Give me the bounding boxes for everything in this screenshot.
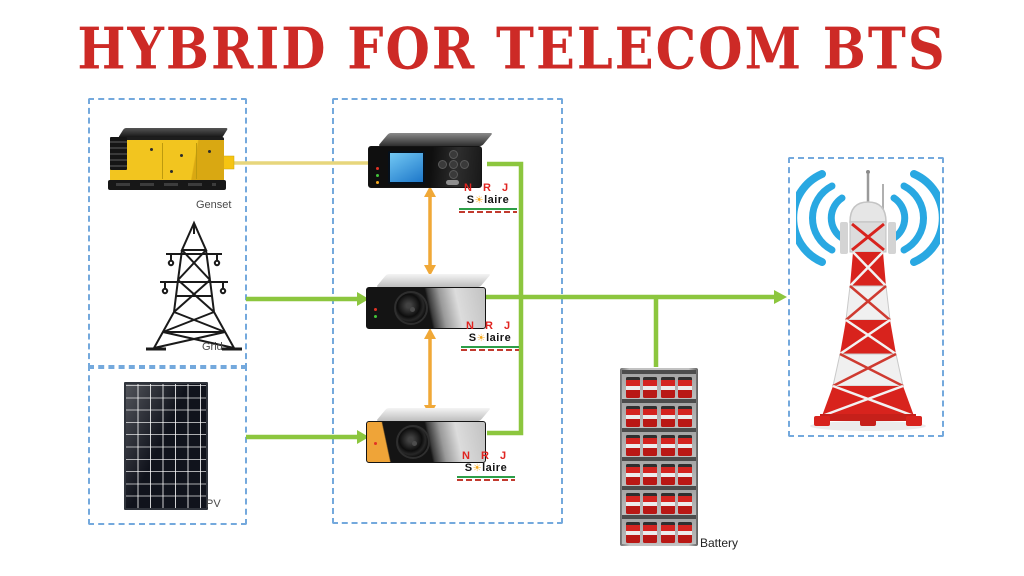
nrj-solaire-logo: N R J S☀laire: [458, 321, 522, 351]
controller-lcd-screen: [388, 151, 425, 184]
converters-group-box: [332, 98, 563, 524]
charger-fan: [396, 425, 430, 459]
tower-group-box: [788, 157, 944, 437]
pv-panel-image: [124, 382, 208, 510]
genset-skid-base: [108, 180, 226, 190]
genset-vent-grille: [110, 137, 127, 170]
pv-label: PV: [206, 498, 221, 510]
battery-label: Battery: [700, 536, 739, 550]
genset-label: Genset: [196, 199, 232, 211]
sun-icon: ☀: [476, 333, 487, 344]
inverter-unit: [366, 274, 492, 332]
battery-rack-image: [620, 368, 698, 546]
grid-tower-image: [146, 220, 242, 351]
genset-image: [106, 126, 234, 198]
sources-group-box: [88, 98, 247, 369]
sun-icon: ☀: [474, 195, 485, 206]
sun-icon: ☀: [472, 463, 483, 474]
page-title: HYBRID FOR TELECOM BTS: [77, 16, 947, 84]
power-controller-unit: [368, 133, 494, 191]
controller-keypad: [438, 150, 469, 179]
genset-body: [110, 137, 224, 184]
nrj-solaire-logo: N R J S☀laire: [456, 183, 520, 213]
grid-label: Grid: [202, 341, 223, 353]
nrj-solaire-logo: N R J S☀laire: [454, 451, 518, 481]
wifi-signal-icon: [796, 170, 940, 266]
solar-charger-unit: [366, 408, 492, 466]
inverter-fan: [394, 291, 428, 325]
telecom-tower-image: [796, 170, 940, 431]
pv-group-box: [88, 365, 247, 525]
